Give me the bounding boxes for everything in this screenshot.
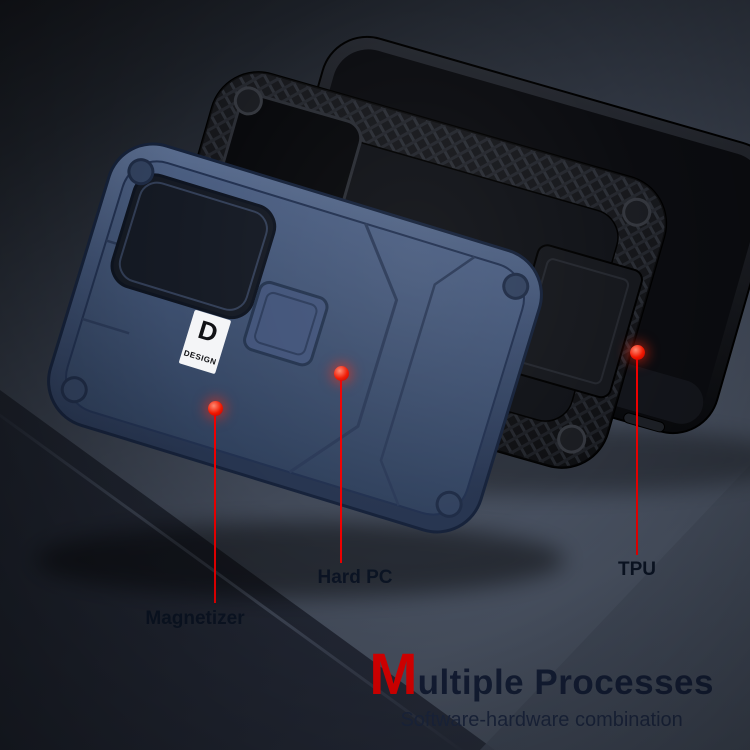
headline: Multiple Processes Software-hardware com… <box>369 646 714 732</box>
hard-pc-pointer-dot-icon <box>334 366 349 381</box>
magnetizer-label: Magnetizer <box>145 608 245 629</box>
hard-pc-camera-cutout <box>110 173 277 320</box>
hard-pc-corner-bumpers <box>60 158 530 518</box>
headline-initial: M <box>369 642 418 707</box>
tpu-pointer-dot-icon <box>630 345 645 360</box>
hard-pc-lead-line <box>340 380 342 563</box>
hard-pc-label: Hard PC <box>317 567 393 588</box>
headline-rest: ultiple Processes <box>417 663 714 702</box>
tpu-lead-line <box>636 359 638 555</box>
phone-side-button <box>623 412 666 433</box>
magnetizer-lead-line <box>214 415 216 603</box>
tpu-label: TPU <box>618 559 656 580</box>
design-brand-label: D DESIGN <box>179 310 231 374</box>
headline-subtitle: Software-hardware combination <box>400 709 683 731</box>
magnetizer-pointer-dot-icon <box>208 401 223 416</box>
hard-pc-case: D DESIGN <box>47 142 543 534</box>
headline-text: Multiple Processes <box>369 646 714 704</box>
